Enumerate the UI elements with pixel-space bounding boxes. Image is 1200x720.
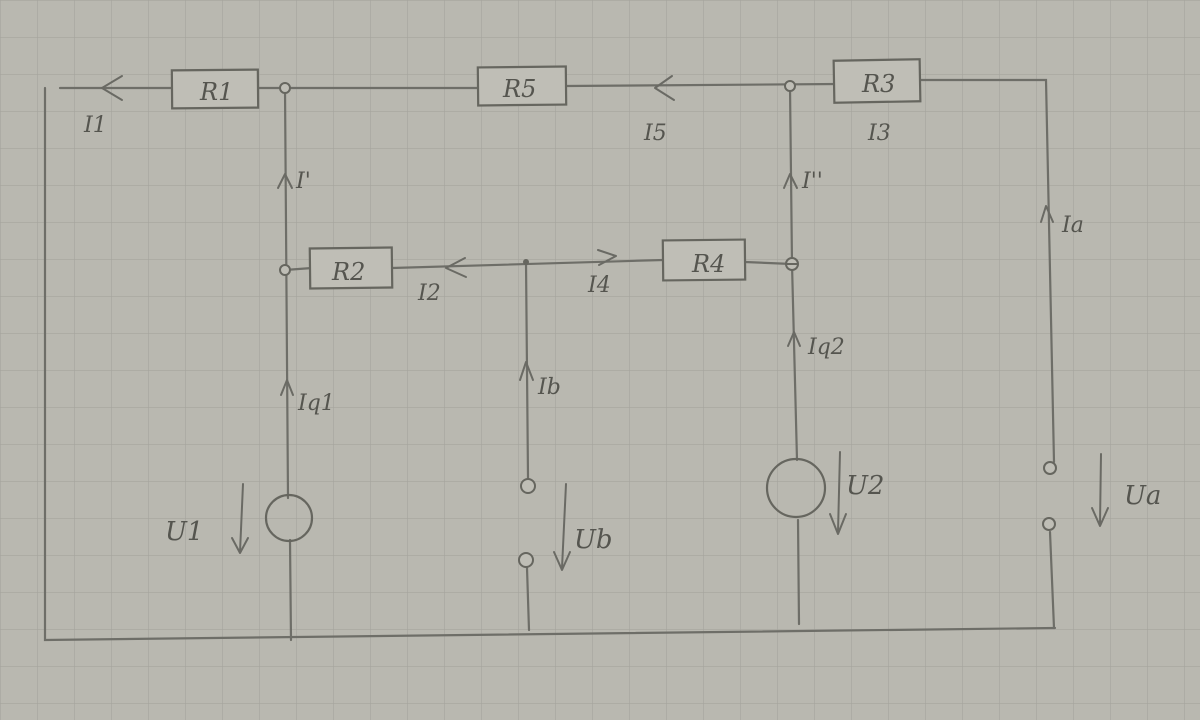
label-i-prime: I'	[295, 169, 311, 194]
label-ub: Ub	[574, 525, 613, 555]
arrow-i-double-prime	[783, 173, 798, 189]
wire-center-branch	[524, 260, 530, 480]
label-ia: Ia	[1061, 213, 1084, 238]
wire-ub-bottom	[525, 566, 531, 632]
resistor-r3	[832, 58, 922, 104]
wire-right-branch-bottom	[796, 518, 801, 626]
label-ib: Ib	[537, 375, 561, 400]
label-r5: R5	[502, 75, 536, 103]
arrow-iq1	[280, 379, 294, 396]
wire-r4-node	[743, 260, 794, 266]
resistor-r2	[308, 246, 394, 290]
terminal-ua-bottom	[1042, 517, 1056, 531]
terminal-ua-top	[1043, 461, 1057, 475]
arrow-i-prime	[277, 173, 293, 189]
terminal-ub-bottom	[518, 552, 534, 568]
label-r1: R1	[199, 78, 233, 106]
label-i2: I2	[417, 281, 441, 306]
terminal-ub-top	[520, 478, 536, 494]
resistor-r1	[170, 68, 260, 110]
resistor-r4	[661, 238, 747, 282]
label-i-double-prime: I''	[801, 169, 823, 194]
label-i4: I4	[587, 273, 611, 298]
node-r1-junction	[279, 82, 291, 94]
node-center-junction	[523, 259, 529, 265]
node-r3-junction	[784, 80, 796, 92]
label-r3: R3	[861, 70, 895, 98]
label-i1: I1	[83, 113, 107, 138]
label-i3: I3	[867, 121, 891, 146]
wire-left-branch-bottom	[288, 538, 293, 642]
label-ua: Ua	[1124, 481, 1161, 511]
label-u1: U1	[165, 517, 203, 547]
arrow-i5	[654, 75, 675, 101]
arrow-i4	[597, 249, 617, 266]
node-r2-junction	[279, 264, 291, 276]
wire-r3-ua	[918, 78, 1056, 464]
arrow-u1	[231, 483, 249, 554]
voltage-source-u1	[264, 493, 314, 543]
label-iq1: Iq1	[297, 391, 335, 416]
bottom-rail	[43, 86, 1057, 642]
label-i5: I5	[643, 121, 667, 146]
arrow-ia	[1040, 205, 1054, 223]
label-r4: R4	[691, 250, 725, 278]
arrow-u2	[829, 451, 847, 535]
resistor-r5	[476, 65, 568, 107]
arrow-ib	[519, 361, 534, 381]
wire-ua-bottom	[1048, 530, 1056, 630]
arrow-i1	[101, 75, 123, 101]
voltage-source-u2	[765, 457, 827, 519]
label-u2: U2	[846, 471, 884, 501]
arrow-i2	[445, 257, 467, 278]
wire-left-branch-top	[283, 86, 290, 500]
arrow-iq2	[787, 331, 801, 347]
arrow-ub	[553, 483, 571, 571]
arrow-ua	[1091, 453, 1109, 527]
label-iq2: Iq2	[807, 335, 845, 360]
label-r2: R2	[331, 258, 365, 286]
